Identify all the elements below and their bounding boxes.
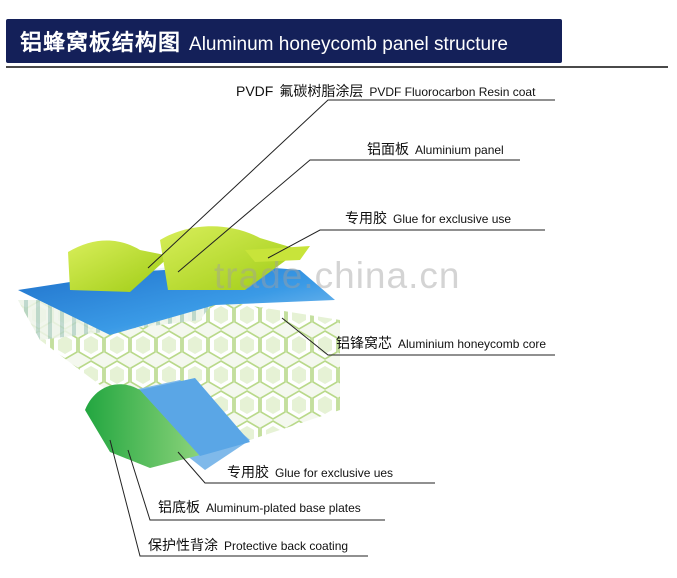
label-chinese: 专用胶 [227, 465, 269, 481]
label-english: Glue for exclusive use [393, 212, 512, 226]
label-chinese: 氟碳树脂涂层 [279, 84, 364, 100]
leader-line-base-plate [127, 449, 385, 521]
label-honeycomb-core: 铝锋窝芯 Aluminium honeycomb core [336, 333, 546, 353]
watermark-text: trade.china.cn [214, 255, 461, 296]
honeycomb-core [18, 300, 340, 440]
label-english: Glue for exclusive ues [275, 466, 394, 480]
label-chinese: 铝底板 [158, 500, 200, 516]
title-chinese: 铝蜂窝板结构图 [20, 31, 182, 56]
header-banner: 铝蜂窝板结构图 Aluminum honeycomb panel structur… [6, 19, 562, 63]
label-chinese: 专用胶 [345, 211, 387, 227]
back-coating-layer [85, 384, 200, 468]
leader-line-core [281, 317, 555, 356]
label-glue-bottom: 专用胶 Glue for exclusive ues [227, 462, 393, 482]
title-english: Aluminum honeycomb panel structure [189, 34, 508, 55]
label-aluminium-panel: 铝面板 Aluminium panel [367, 139, 504, 159]
label-chinese: 铝面板 [367, 142, 409, 158]
label-english: Protective back coating [224, 539, 349, 553]
label-back-coating: 保护性背涂 Protective back coating [148, 535, 348, 555]
label-english: Aluminium panel [415, 143, 504, 157]
label-glue-top: 专用胶 Glue for exclusive use [345, 208, 511, 228]
leader-line-glue-top [267, 229, 545, 259]
header-divider [6, 66, 668, 68]
leader-line-panel [177, 159, 520, 273]
label-chinese: 保护性背涂 [148, 538, 218, 554]
label-prefix: PVDF [236, 83, 274, 99]
label-english: Aluminium honeycomb core [398, 337, 547, 351]
label-english: Aluminum-plated base plates [206, 501, 361, 515]
page-title: 铝蜂窝板结构图 Aluminum honeycomb panel structur… [20, 25, 508, 57]
leader-line-back-coating [109, 439, 368, 557]
label-english: PVDF Fluorocarbon Resin coat [369, 85, 536, 99]
label-chinese: 铝锋窝芯 [336, 336, 392, 352]
label-pvdf-coating: PVDF 氟碳树脂涂层 PVDF Fluorocarbon Resin coat [236, 81, 535, 101]
pvdf-coating-layer [68, 240, 170, 292]
label-base-plate: 铝底板 Aluminum-plated base plates [158, 497, 361, 517]
leader-line-pvdf [147, 99, 555, 269]
base-plate-edge [140, 378, 250, 456]
leader-line-glue-bottom [177, 451, 435, 484]
leader-lines [109, 99, 555, 557]
